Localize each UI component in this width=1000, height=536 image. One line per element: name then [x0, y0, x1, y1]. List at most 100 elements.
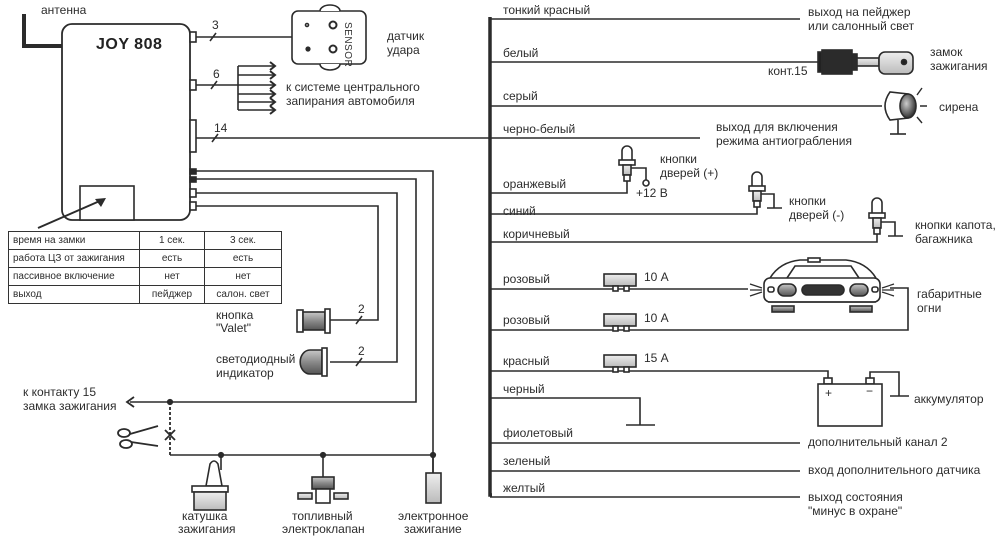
- arrow-to-ignition: [125, 396, 135, 408]
- antenna-label: антенна: [41, 3, 87, 17]
- wire-label-brown: коричневый: [503, 227, 570, 241]
- fuse-icon: [603, 354, 637, 373]
- wire-count-main: 14: [214, 121, 228, 135]
- battery-label: аккумулятор: [914, 392, 984, 406]
- wire-label-pink-2: розовый: [503, 313, 550, 327]
- scissors-icon: [117, 425, 159, 449]
- wire-black: [490, 397, 655, 426]
- parking-lights-label-2: огни: [917, 301, 942, 315]
- fuel-valve-icon: [297, 476, 349, 504]
- wire-count-sensor: 3: [212, 18, 219, 32]
- cut-mark: [164, 429, 176, 441]
- bundle-mark: [210, 80, 218, 90]
- wire-label-violet: фиолетовый: [503, 426, 574, 440]
- table-cell: пейджер: [139, 285, 205, 304]
- harness-bus: [488, 17, 492, 497]
- electronic-ignition-label-2: зажигание: [404, 522, 462, 536]
- table-cell: 1 сек.: [139, 231, 205, 250]
- aux-channel-label: дополнительный канал 2: [808, 435, 948, 449]
- ignition-lock-label-1: замок: [930, 45, 963, 59]
- battery-minus-sign: −: [866, 384, 874, 398]
- aux-sensor-label: вход дополнительного датчика: [808, 463, 981, 477]
- table-row: время на замки 1 сек. 3 сек.: [8, 231, 282, 250]
- armed-status-label-1: выход состояния: [808, 490, 903, 504]
- wire-count-locks: 6: [213, 67, 220, 81]
- module-label-window: [79, 185, 135, 221]
- table-row: выход пейджер салон. свет: [8, 285, 282, 304]
- wire-label-red: красный: [503, 354, 550, 368]
- table-cell: работа ЦЗ от зажигания: [8, 249, 140, 268]
- lock-arrows: [238, 61, 277, 115]
- parking-lights-label-1: габаритные: [917, 287, 982, 301]
- battery-icon: [817, 371, 909, 427]
- wire-label-blue: синий: [503, 204, 536, 218]
- battery-plus-sign: +: [825, 386, 833, 400]
- fuse-rating-2: 10 А: [644, 311, 669, 325]
- ignition-contact-label-1: к контакту 15: [23, 385, 97, 399]
- door-plus-label-2: дверей (+): [660, 166, 719, 180]
- connector-pin-2: [189, 176, 197, 183]
- wire-label-white: белый: [503, 46, 539, 60]
- valet-button-icon: [296, 308, 331, 334]
- car-front-icon: [749, 257, 895, 313]
- sensor-mount-top: [319, 4, 341, 12]
- module-title: JOY 808: [96, 36, 163, 53]
- ignition-lock-label-2: зажигания: [930, 59, 988, 73]
- wire-brown: [490, 232, 878, 243]
- connector-pin-1: [189, 168, 197, 175]
- led-label-2: индикатор: [216, 366, 274, 380]
- sensor-knob-2: [328, 44, 338, 54]
- wire-label-gray: серый: [503, 89, 538, 103]
- wire-pink-2: [490, 287, 909, 331]
- bundle-mark: [355, 357, 363, 367]
- door-plus-label-1: кнопки: [660, 152, 698, 166]
- coil-label-1: катушка: [182, 509, 228, 523]
- wire-label-pink-1: розовый: [503, 272, 550, 286]
- siren-label: сирена: [939, 100, 979, 114]
- table-cell: 3 сек.: [204, 231, 282, 250]
- bundle-mark: [209, 32, 217, 42]
- wire-label-black-white: черно-белый: [503, 122, 576, 136]
- table-cell: время на замки: [8, 231, 140, 250]
- armed-status-label-2: "минус в охране": [808, 504, 903, 518]
- connector-sensor: [189, 31, 197, 43]
- table-cell: есть: [139, 249, 205, 268]
- bundle-mark: [355, 315, 363, 325]
- connector-main: [189, 119, 197, 153]
- wire-valet: [196, 205, 379, 321]
- wire-ignition-15: [130, 178, 417, 403]
- connector-pin-3: [189, 188, 197, 198]
- hood-trunk-label-1: кнопки капота,: [915, 218, 996, 232]
- led-indicator-icon: [299, 347, 328, 377]
- ignition-contact-label-2: замка зажигания: [23, 399, 117, 413]
- wire-label-yellow: желтый: [503, 481, 546, 495]
- wire-label-thin-red: тонкий красный: [503, 3, 591, 17]
- door-minus-label-2: дверей (-): [789, 208, 845, 222]
- sensor-dot: [305, 46, 311, 52]
- wire-label-orange: оранжевый: [503, 177, 567, 191]
- fuel-valve-label-2: электроклапан: [282, 522, 365, 536]
- bundle-mark: [211, 133, 219, 143]
- antirobbery-label-2: режима антиограбления: [716, 134, 852, 148]
- fuse-icon: [603, 313, 637, 332]
- supply-12v-label: +12 В: [636, 186, 668, 200]
- wire-orange: [490, 180, 628, 194]
- central-locking-label-1: к системе центрального: [286, 80, 420, 94]
- contact-15-label: конт.15: [768, 64, 808, 78]
- hood-trunk-label-2: багажника: [915, 232, 973, 246]
- wire-label-green: зеленый: [503, 454, 551, 468]
- connector-locks: [189, 79, 197, 91]
- hood-trunk-switch-icon: [868, 197, 903, 237]
- electronic-ignition-label-1: электронное: [398, 509, 469, 523]
- table-cell: нет: [204, 267, 282, 286]
- door-switch-minus-icon: [748, 171, 782, 209]
- electronic-ignition-icon: [425, 472, 442, 504]
- shock-sensor-label-2: удара: [387, 43, 420, 57]
- led-label-1: светодиодный: [216, 352, 296, 366]
- antenna-icon: [22, 14, 62, 48]
- table-cell: нет: [139, 267, 205, 286]
- central-locking-label-2: запирания автомобиля: [286, 94, 415, 108]
- valet-label-2: "Valet": [216, 321, 251, 335]
- ignition-lock-icon: [817, 49, 914, 75]
